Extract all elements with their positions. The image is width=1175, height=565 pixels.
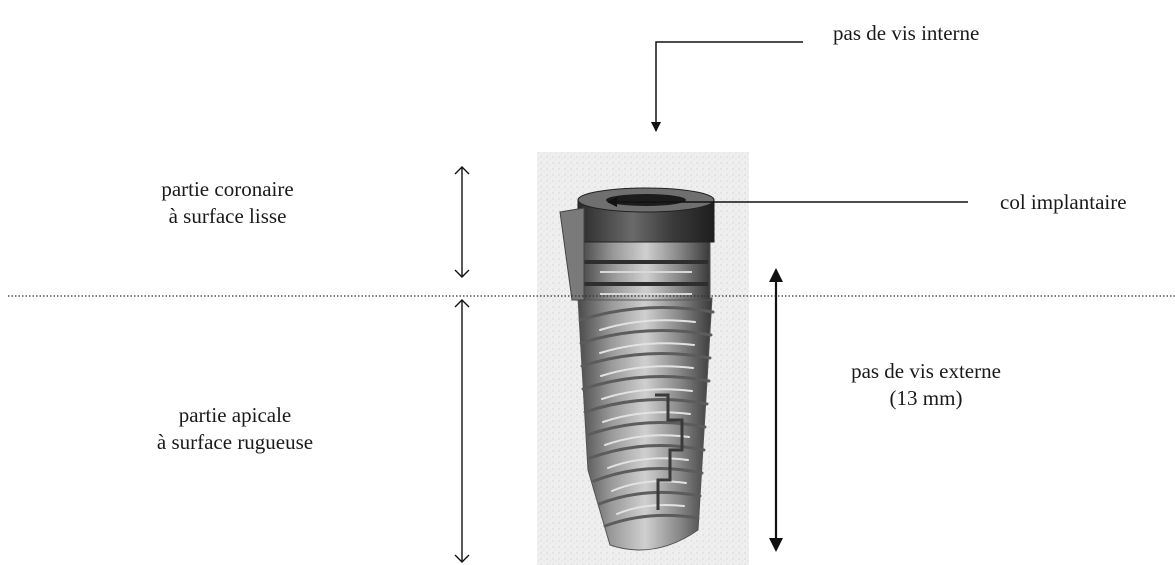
implant-coronal-part xyxy=(582,240,710,300)
implant-internal-hole xyxy=(606,194,686,206)
label-internal-thread: pas de vis interne xyxy=(833,20,979,47)
internal-thread-leader xyxy=(656,42,803,131)
label-external-thread: pas de vis externe (13 mm) xyxy=(826,358,1026,412)
label-implant-collar: col implantaire xyxy=(1000,189,1127,216)
label-coronal-part: partie coronaire à surface lisse xyxy=(130,176,325,230)
label-apical-part: partie apicale à surface rugueuse xyxy=(120,402,350,456)
